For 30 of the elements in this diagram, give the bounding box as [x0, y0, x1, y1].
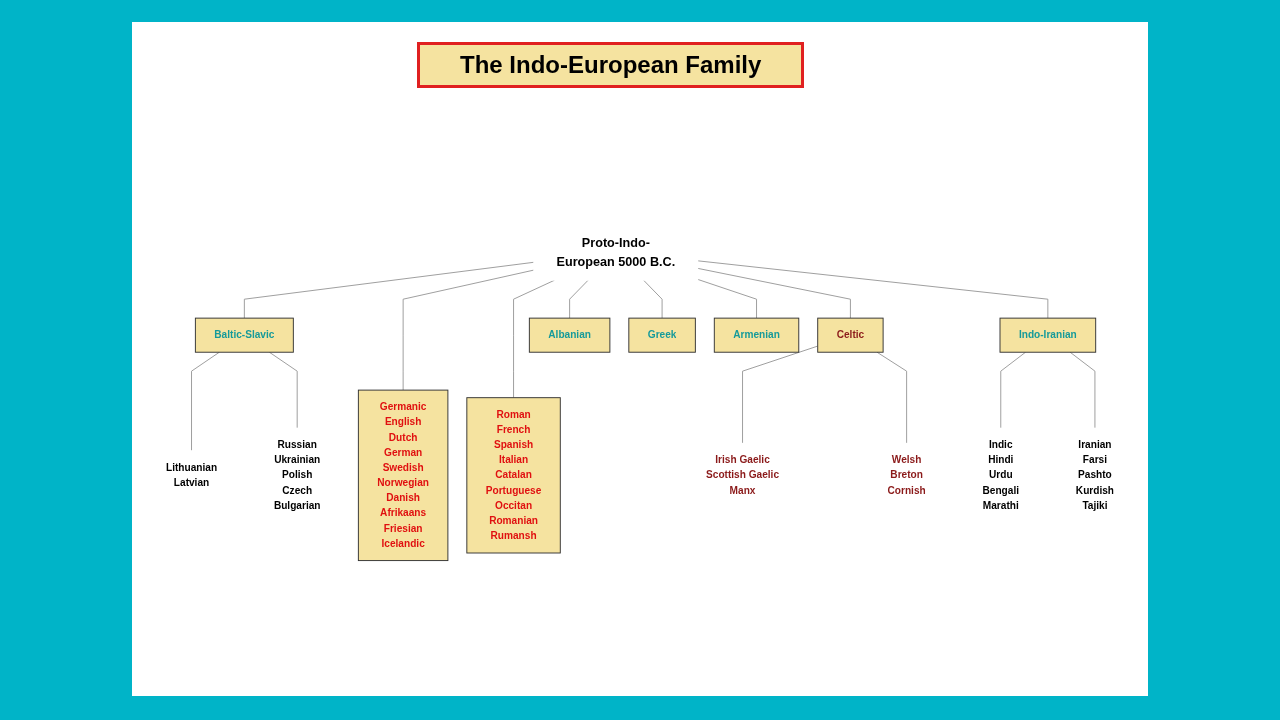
title-banner: The Indo-European Family — [417, 42, 805, 88]
node-text: Proto-Indo-European 5000 B.C. — [556, 235, 676, 269]
node-box: Roman French Spanish Italian Catalan Portuguese Occitan Romanian Rumansh — [466, 397, 561, 554]
node-text: Iranian Farsi Pashto Kurdish Tajiki — [1075, 439, 1115, 511]
node-box: Indo-Iranian — [999, 317, 1097, 353]
connector — [742, 345, 819, 444]
node-text: Russian Ukrainian Polish Czech Bulgarian — [273, 439, 321, 511]
node-box: Celtic — [817, 317, 884, 353]
connector — [513, 279, 555, 399]
connector — [191, 351, 220, 452]
connector — [1000, 351, 1027, 429]
connector — [876, 351, 908, 444]
node-box: Albanian — [528, 317, 611, 353]
connector — [243, 261, 535, 319]
connector — [643, 279, 663, 319]
connector — [569, 279, 589, 319]
node-text: Indic Hindi Urdu Bengali Marathi — [982, 439, 1020, 511]
connector — [268, 351, 298, 429]
connector — [1069, 351, 1096, 429]
connector — [697, 267, 851, 319]
connector — [697, 279, 757, 319]
node-text: Lithuanian Latvian — [165, 462, 218, 488]
node-box: Greek — [628, 317, 696, 353]
node-box: Armenian — [713, 317, 800, 353]
node-box: Germanic English Dutch German Swedish Norwegian Danish Afrikaans Friesian Icelandic — [357, 389, 449, 562]
connector — [402, 269, 535, 391]
node-text: Irish Gaelic Scottish Gaelic Manx — [706, 454, 780, 496]
connector — [697, 260, 1049, 319]
node-box: Baltic-Slavic — [194, 317, 294, 353]
node-text: Welsh Breton Cornish — [887, 454, 926, 496]
